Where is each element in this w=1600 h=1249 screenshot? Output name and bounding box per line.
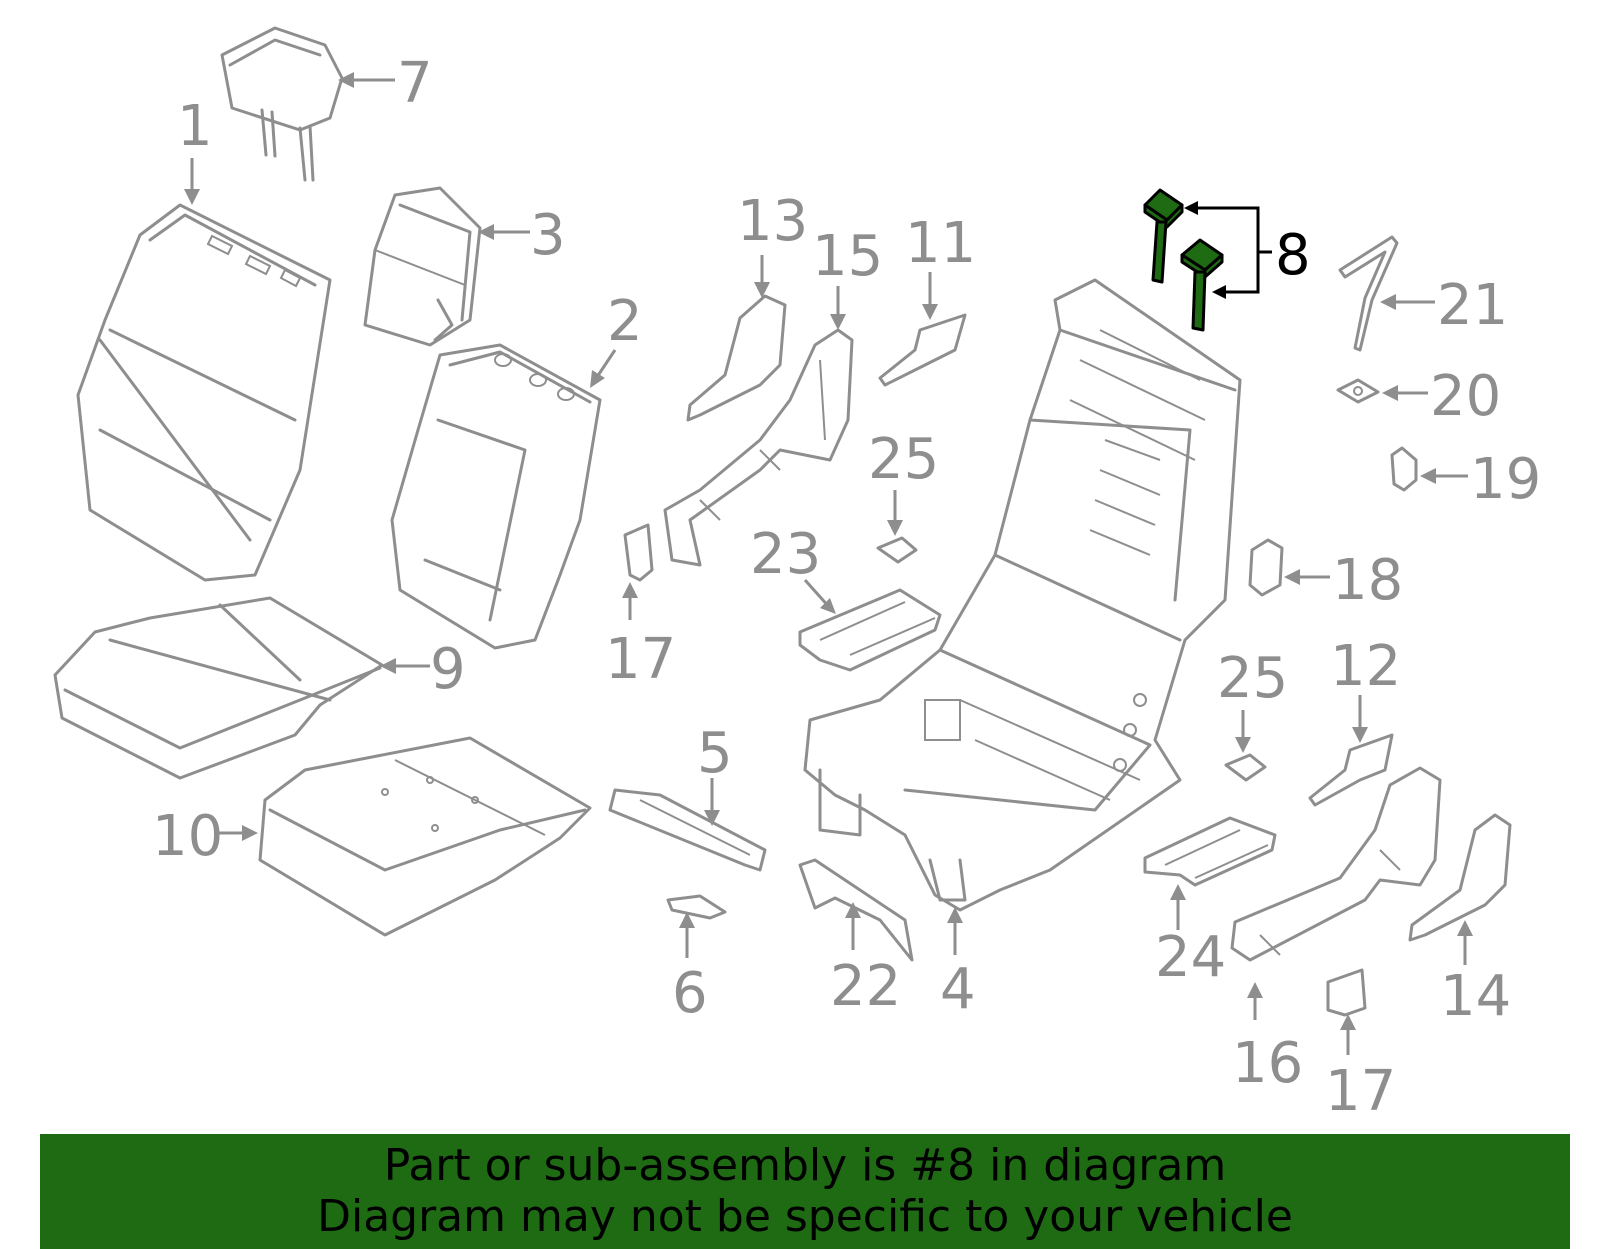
arrow-15 [830, 314, 846, 330]
callout-17a[interactable]: 17 [605, 627, 676, 692]
banner-line-2: Diagram may not be specific to your vehi… [317, 1191, 1293, 1242]
part-21-wire[interactable] [1338, 235, 1399, 352]
arrow-6 [679, 912, 695, 928]
arrow-25b [1235, 737, 1251, 753]
arrow-7 [338, 72, 354, 88]
arrow-17a [622, 582, 638, 598]
part-16-side-shield-right[interactable] [1230, 766, 1442, 962]
callout-15[interactable]: 15 [812, 224, 883, 289]
part-13-trim[interactable] [686, 294, 787, 422]
callout-19[interactable]: 19 [1470, 447, 1541, 512]
callout-17b[interactable]: 17 [1325, 1059, 1396, 1124]
arrow-1 [184, 189, 200, 205]
callout-7[interactable]: 7 [397, 51, 433, 116]
arrow-23 [820, 598, 836, 614]
part-20-nut[interactable] [1336, 378, 1380, 404]
part-17-plate-left[interactable] [623, 523, 654, 582]
part-9-cushion-cover[interactable] [53, 596, 384, 780]
part-2-seatback-frame[interactable] [390, 343, 602, 650]
arrow-20 [1382, 385, 1398, 401]
arrow-25a [887, 520, 903, 536]
callout-11[interactable]: 11 [905, 211, 976, 276]
part-23-bracket[interactable] [798, 588, 942, 672]
part-7-headrest[interactable] [220, 26, 344, 182]
callout-3[interactable]: 3 [530, 203, 566, 268]
arrow-18 [1284, 569, 1300, 585]
arrow-17b [1340, 1014, 1356, 1030]
arrow-16 [1247, 982, 1263, 998]
callout-20[interactable]: 20 [1430, 364, 1501, 429]
arrow-22 [845, 902, 861, 918]
arrow-8b [1212, 285, 1226, 299]
callout-16[interactable]: 16 [1232, 1031, 1303, 1096]
part-22-panel[interactable] [798, 858, 914, 962]
part-4-seat-frame[interactable] [803, 278, 1242, 912]
callout-18[interactable]: 18 [1332, 548, 1403, 613]
callout-2[interactable]: 2 [607, 289, 643, 354]
callout-13[interactable]: 13 [737, 189, 808, 254]
part-12-bracket[interactable] [1308, 733, 1394, 807]
arrow-12 [1352, 727, 1368, 743]
banner-line-1: Part or sub-assembly is #8 in diagram [383, 1140, 1227, 1191]
part-14-trim-right[interactable] [1408, 813, 1512, 942]
callout-25a[interactable]: 25 [868, 427, 939, 492]
callout-22[interactable]: 22 [830, 954, 901, 1019]
arrow-2 [590, 370, 605, 388]
arrow-24 [1170, 884, 1186, 900]
part-1-seatback-cover[interactable] [76, 203, 332, 582]
part-10-cushion-pad[interactable] [258, 736, 592, 937]
info-banner: Part or sub-assembly is #8 in diagram Di… [40, 1134, 1570, 1249]
arrow-13 [754, 282, 770, 298]
callout-4[interactable]: 4 [940, 957, 976, 1022]
arrow-5 [704, 810, 720, 826]
part-5-track-cover[interactable] [608, 788, 767, 872]
part-25-clip-right[interactable] [1224, 753, 1267, 782]
arrow-11 [922, 304, 938, 320]
arrow-8a [1184, 201, 1198, 215]
callout-25b[interactable]: 25 [1217, 646, 1288, 711]
arrow-3 [478, 224, 494, 240]
part-17-plate-right[interactable] [1326, 968, 1367, 1017]
callout-5[interactable]: 5 [697, 721, 733, 786]
callout-9[interactable]: 9 [430, 637, 466, 702]
part-18-clip[interactable] [1248, 538, 1284, 597]
part-19-clip[interactable] [1390, 446, 1418, 492]
part-24-bracket[interactable] [1143, 816, 1277, 887]
callout-10[interactable]: 10 [152, 804, 223, 869]
arrow-4 [947, 907, 963, 923]
arrow-21 [1380, 294, 1396, 310]
arrow-19 [1420, 468, 1436, 484]
callout-6[interactable]: 6 [672, 961, 708, 1026]
part-15-side-shield[interactable] [663, 328, 854, 567]
part-11-bracket[interactable] [878, 313, 967, 387]
callout-12[interactable]: 12 [1330, 634, 1401, 699]
part-25-clip-center[interactable] [876, 536, 918, 564]
part-3-armrest[interactable] [363, 186, 482, 347]
arrow-14 [1457, 920, 1473, 936]
part-8-headrest-guides[interactable] [1143, 188, 1224, 332]
arrow-10 [242, 825, 258, 841]
leader-8a [1192, 206, 1260, 294]
callout-23[interactable]: 23 [750, 522, 821, 587]
callout-1[interactable]: 1 [177, 94, 213, 159]
callout-21[interactable]: 21 [1437, 273, 1508, 338]
callout-24[interactable]: 24 [1155, 925, 1226, 990]
arrow-9 [380, 658, 396, 674]
callout-14[interactable]: 14 [1440, 964, 1511, 1029]
part-6-clip[interactable] [666, 894, 727, 920]
callout-8[interactable]: 8 [1275, 223, 1311, 288]
